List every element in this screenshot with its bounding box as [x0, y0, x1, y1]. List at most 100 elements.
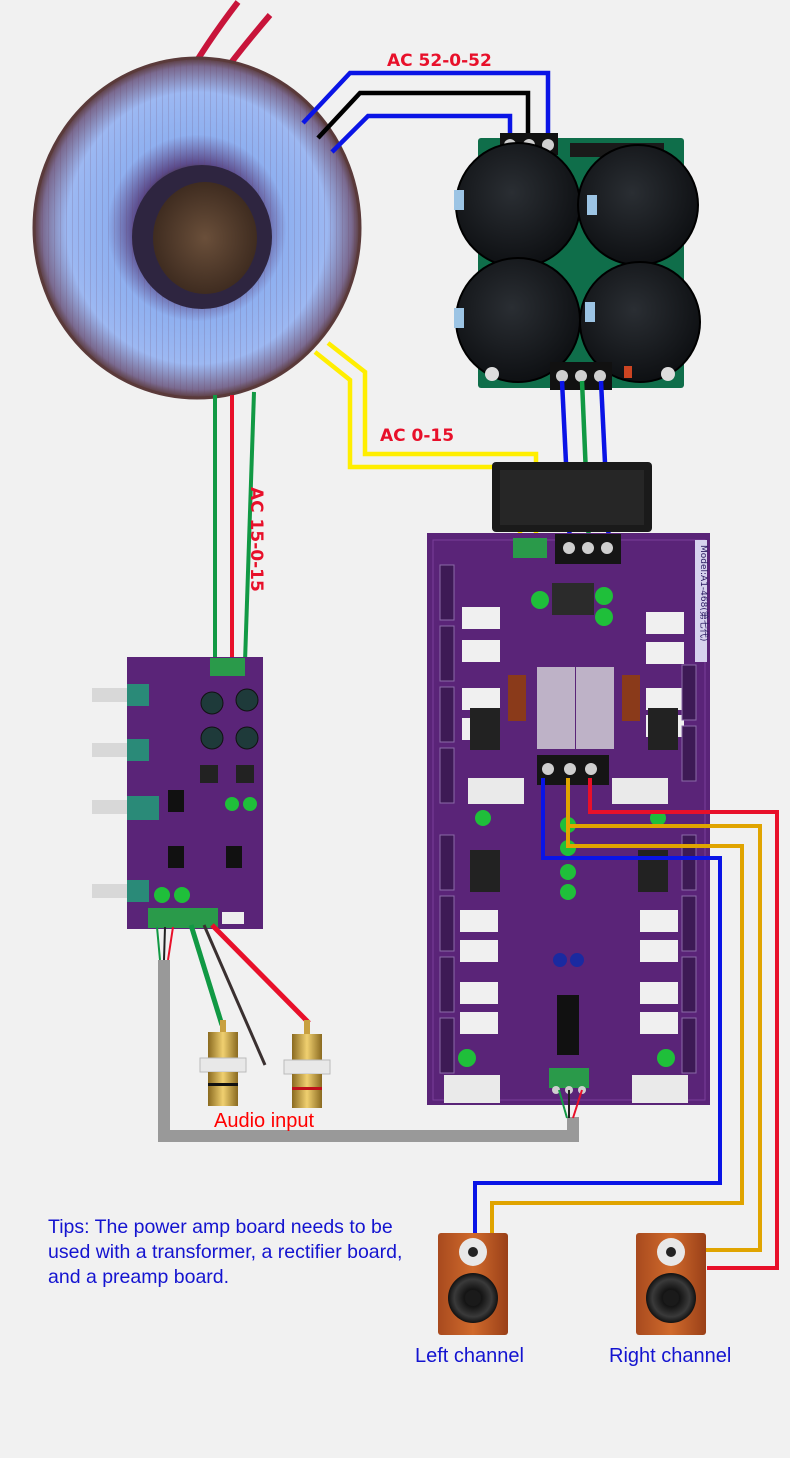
label-ac-main: AC 52-0-52 [387, 51, 492, 71]
tips-text: Tips: The power amp board needs to be us… [48, 1216, 403, 1288]
wire-blue-2 [330, 113, 513, 154]
aux-power-terminal [513, 538, 547, 558]
speaker-left [438, 1233, 508, 1335]
electrolytic-caps [458, 587, 675, 1067]
woofer-dustcap [465, 1290, 481, 1306]
wire-sig-ground [163, 926, 166, 961]
potentiometer [127, 796, 159, 820]
knob-shaft [92, 688, 128, 702]
preamp-filter-caps [200, 688, 259, 750]
wire-rca-right [210, 923, 311, 1025]
preamp-power-terminal [210, 658, 245, 676]
knob-shaft [92, 743, 128, 757]
wire-amp-in-red [572, 1089, 583, 1119]
transistor-strips [439, 564, 697, 1074]
screw-icon [563, 542, 575, 554]
toroid-core [153, 182, 257, 294]
wire-black [316, 90, 531, 140]
rca-jack-right [283, 1020, 331, 1108]
wire-sig-green [156, 926, 161, 961]
op-amp-chip [168, 790, 184, 812]
screw-icon [556, 370, 568, 382]
transistor [470, 708, 500, 750]
cap-polarity-stripe [454, 190, 464, 210]
blue-capacitor [553, 953, 567, 967]
relay [576, 667, 614, 749]
potentiometer [127, 684, 149, 706]
bridge-heatsink [552, 583, 594, 615]
knob-shaft [92, 884, 128, 898]
screw-icon [552, 1086, 560, 1094]
regulator-heatsink [236, 765, 254, 783]
wire-green-2 [243, 391, 256, 663]
wire-blue-1 [301, 70, 551, 140]
model-label: Model:A1-468(第七代) [695, 540, 710, 662]
wire-sig-red [167, 926, 174, 961]
filter-capacitor [579, 261, 701, 383]
wire-right-negative [568, 824, 762, 1252]
screw-icon [582, 542, 594, 554]
cooling-fan [492, 462, 652, 532]
screw-icon [542, 139, 554, 151]
speaker-wires [473, 778, 779, 1270]
filter-capacitor [455, 142, 581, 268]
electrolytic-cap [174, 887, 190, 903]
label-ac-preamp: AC 15-0-15 [246, 487, 266, 592]
screw-icon [594, 370, 606, 382]
gray-signal-cable [158, 960, 579, 1142]
wire-rca-ground [202, 924, 267, 1066]
relay [537, 667, 575, 749]
power-resistors [460, 607, 684, 1034]
tweeter-dome [666, 1247, 676, 1257]
transistor [470, 850, 500, 892]
screw-icon [601, 542, 613, 554]
led-indicator [624, 366, 632, 378]
power-amp-board: Model:A1-468(第七代) [427, 533, 710, 1105]
wire-left-negative [490, 778, 744, 1233]
toroid-rim [32, 56, 362, 400]
tweeter-dome [468, 1247, 478, 1257]
cement-resistors [444, 778, 688, 1103]
wire-amp-in-green [558, 1089, 568, 1119]
speaker-right [636, 1233, 706, 1335]
blue-capacitor [570, 953, 584, 967]
potentiometer [127, 880, 149, 902]
woofer-dustcap [663, 1290, 679, 1306]
wire-rca-left [188, 924, 225, 1026]
op-amp-chip [557, 995, 579, 1055]
fan-body [500, 470, 644, 525]
model-text: Model:A1-468(第七代) [698, 545, 710, 641]
screw-icon [585, 763, 597, 775]
electrolytic-cap [154, 887, 170, 903]
wire-left-positive [473, 778, 722, 1233]
potentiometers [92, 684, 159, 902]
rca-jack-left [199, 1020, 247, 1106]
preamp-board [92, 657, 263, 929]
label-right-channel: Right channel [609, 1345, 731, 1367]
screw-icon [575, 370, 587, 382]
electrolytic-cap [225, 797, 239, 811]
label-left-channel: Left channel [415, 1345, 524, 1367]
preamp-connector [222, 912, 244, 924]
regulator-heatsink [200, 765, 218, 783]
ac-main-wires [301, 70, 551, 154]
mounting-screw [661, 367, 675, 381]
rectifier-board [454, 133, 701, 390]
audio-wires [156, 923, 583, 1142]
mounting-screw [485, 367, 499, 381]
cap-polarity-stripe [585, 302, 595, 322]
potentiometer [127, 739, 149, 761]
electrolytic-cap [243, 797, 257, 811]
op-amp-chip [226, 846, 242, 868]
output-inductor [622, 675, 640, 721]
preamp-io-terminal [148, 908, 218, 928]
cap-polarity-stripe [587, 195, 597, 215]
knob-shaft [92, 800, 128, 814]
toroidal-transformer [32, 0, 362, 400]
screw-icon [564, 763, 576, 775]
op-amp-chip [168, 846, 184, 868]
cap-polarity-stripe [454, 308, 464, 328]
output-inductor [508, 675, 526, 721]
label-audio-input: Audio input [214, 1110, 315, 1132]
